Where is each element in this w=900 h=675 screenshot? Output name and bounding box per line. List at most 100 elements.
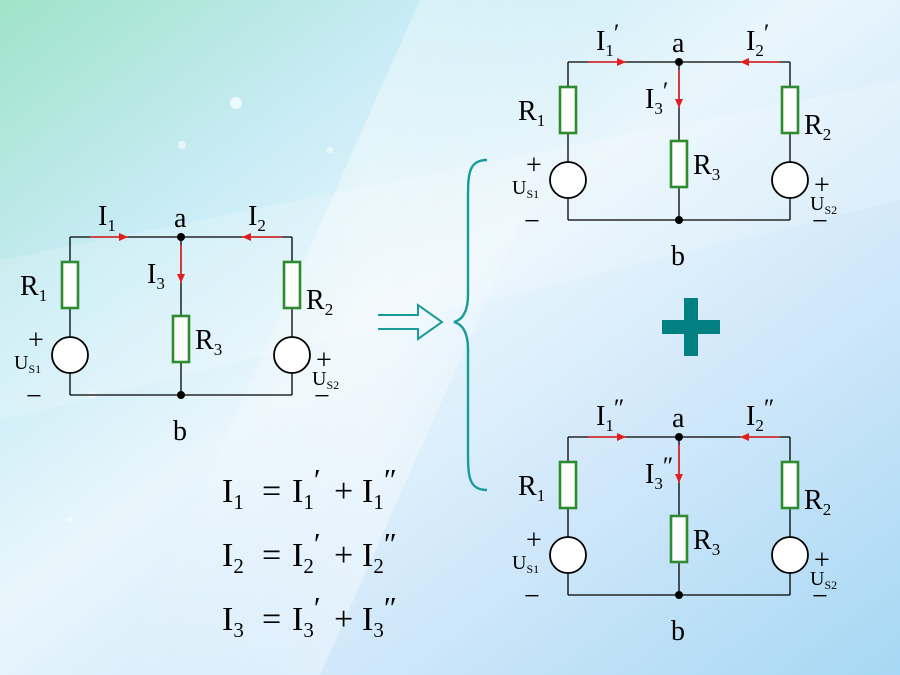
voltage-source-us2-icon (771, 536, 809, 574)
equation-lhs: I2 (222, 537, 244, 578)
current-i3-arrow-head (675, 474, 683, 483)
equation-lhs-main: I (222, 601, 233, 638)
r1-label-main: R (518, 96, 537, 127)
us2-label-main: U (312, 368, 327, 390)
equation-lhs-sub: 1 (233, 490, 244, 514)
equation-term2-sub: 2 (373, 554, 384, 578)
equation-term2-main: I (362, 473, 373, 510)
us1-label: US1 (512, 552, 539, 576)
node-b-label-main: b (671, 241, 685, 272)
i3-label-sub: 3 (654, 474, 663, 493)
us2-label-sub: S2 (326, 378, 339, 392)
superposition-equations: I1=I1′+I1″I2=I2′+I2″I3=I3′+I3″ (222, 462, 397, 642)
current-i3-arrow-head (177, 274, 185, 283)
node-a-label: a (672, 403, 685, 434)
node-b-label: b (671, 241, 685, 272)
implies-arrow-icon (378, 303, 444, 341)
resistor-r3-icon (171, 314, 191, 364)
equation-term1: I2′ (292, 526, 321, 578)
us2-label-sub: S2 (824, 578, 837, 592)
equation-term1-sub: 1 (303, 490, 314, 514)
voltage-source-us1-icon (51, 336, 89, 374)
r1-label-sub: 1 (537, 111, 546, 130)
node-b-dot (675, 216, 683, 224)
resistor-r1-icon (558, 460, 578, 510)
i1-label-mark: ″ (614, 395, 624, 422)
r2-label-main: R (804, 485, 823, 516)
r1-label: R1 (518, 96, 545, 130)
r2-label: R2 (804, 110, 831, 144)
equation-lhs-main: I (222, 473, 233, 510)
node-b-label: b (173, 416, 187, 447)
r2-label-sub: 2 (823, 125, 832, 144)
voltage-source-us2-icon (273, 336, 311, 374)
superposition-plus-vertical (684, 298, 698, 356)
r2-label-main: R (306, 285, 325, 316)
us1-minus-sign: − (524, 581, 540, 612)
r1-label: R1 (20, 271, 47, 305)
resistor-r2-icon (282, 260, 302, 310)
i2-label: I2′ (746, 20, 769, 60)
us1-label-sub: S1 (526, 187, 539, 201)
i2-label-mark: ′ (764, 20, 769, 47)
equation-lhs: I1 (222, 473, 244, 514)
us1-label-main: U (512, 177, 527, 199)
r1-label-sub: 1 (537, 486, 546, 505)
node-a-label-main: a (174, 203, 187, 234)
voltage-source-us2-icon (771, 161, 809, 199)
equation-plus: + (334, 601, 353, 638)
r1-label-main: R (20, 271, 39, 302)
equation-equals: = (262, 473, 281, 510)
voltage-source-us1-icon (549, 161, 587, 199)
i2-label: I2 (248, 201, 266, 235)
us1-label: US1 (14, 352, 41, 376)
i3-label-mark: ′ (663, 78, 668, 105)
us1-label-sub: S1 (28, 362, 41, 376)
node-a-label-main: a (672, 28, 685, 59)
node-b-dot (675, 591, 683, 599)
us2-minus-sign: − (314, 381, 330, 412)
i3-label-sub: 3 (654, 99, 663, 118)
equation-term2: I3″ (362, 590, 397, 642)
i1-label-sub: 1 (107, 216, 116, 235)
i3-label-main: I (645, 84, 654, 115)
resistor-r2-icon (780, 460, 800, 510)
equation-term1-main: I (292, 473, 303, 510)
node-b-label-main: b (173, 416, 187, 447)
i2-label: I2″ (746, 395, 774, 435)
resistor-r3-icon (669, 139, 689, 189)
equation-term1-mark: ′ (314, 590, 321, 625)
equation-term2-main: I (362, 601, 373, 638)
i3-label: I3′ (645, 78, 668, 118)
r3-label-sub: 3 (712, 540, 721, 559)
node-b-label: b (671, 616, 685, 647)
node-a-label: a (174, 203, 187, 234)
r1-label: R1 (518, 471, 545, 505)
equation-1: I1=I1′+I1″ (222, 462, 397, 514)
i1-label-sub: 1 (605, 416, 614, 435)
equation-term2-mark: ″ (384, 590, 397, 625)
current-i2-arrow-head (740, 58, 749, 66)
us1-plus-sign: + (526, 525, 542, 556)
i1-label-mark: ′ (614, 20, 619, 47)
i1-label: I1′ (596, 20, 619, 60)
equation-equals: = (262, 537, 281, 574)
i2-label-main: I (746, 26, 755, 57)
i1-label: I1″ (596, 395, 624, 435)
equation-lhs-sub: 2 (233, 554, 244, 578)
current-i1-arrow-head (119, 233, 128, 241)
equation-term1-sub: 3 (303, 618, 314, 642)
current-i1-arrow-head (617, 433, 626, 441)
resistor-r2-icon (780, 85, 800, 135)
current-i2-arrow-head (242, 233, 251, 241)
r2-label-main: R (804, 110, 823, 141)
node-b-label-main: b (671, 616, 685, 647)
equation-term2-mark: ″ (384, 526, 397, 561)
r3-label-sub: 3 (214, 340, 223, 359)
i3-label-main: I (645, 459, 654, 490)
r3-label-main: R (693, 150, 712, 181)
i3-label-mark: ″ (663, 453, 673, 480)
i2-label-mark: ″ (764, 395, 774, 422)
